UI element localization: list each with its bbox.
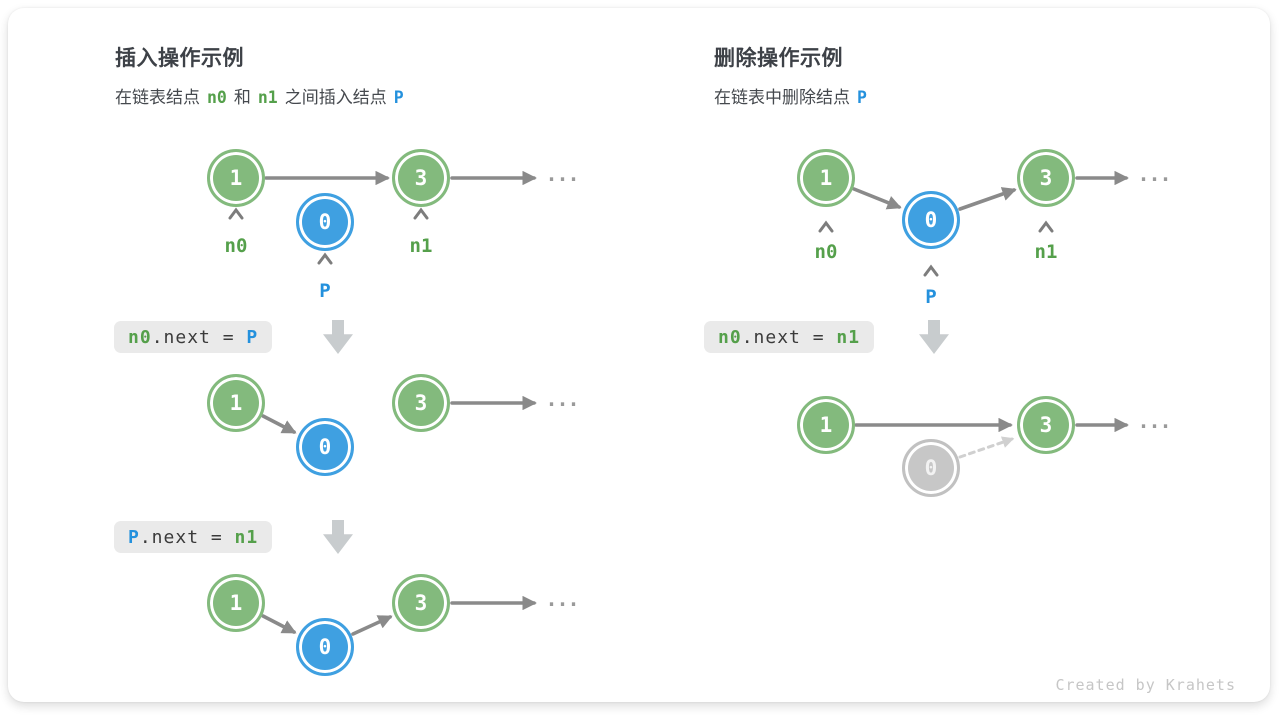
node-value-0-p: 0 [296,618,354,676]
down-arrow-icon [919,320,949,354]
subtitle-text: 在链表结点 [115,88,200,107]
node-value-3: 3 [1017,396,1075,454]
arrow-insert3-p-n1 [351,615,393,636]
caret-up-icon [1038,220,1054,233]
delete-section-title: 删除操作示例 [714,47,843,70]
node-text: 3 [1039,166,1053,190]
subtitle-token-p: P [393,88,404,107]
pointer-label-p: P [925,286,937,308]
code-insert-step1: n0.next = P [114,321,273,353]
node-value-0-p: 0 [296,193,354,251]
code-insert-step2: P.next = n1 [114,521,273,553]
node-text: 3 [414,591,428,615]
code-delete-step1: n0.next = n1 [704,321,875,353]
node-text: 0 [924,456,938,480]
node-value-1: 1 [797,149,855,207]
pointer-label-n1: n1 [1034,241,1058,263]
ellipsis-rest-of-list: ... [1137,409,1171,433]
ellipsis-rest-of-list: ... [545,587,579,611]
node-value-3: 3 [1017,149,1075,207]
pointer-label-n0: n0 [814,241,838,263]
node-text: 0 [318,210,332,234]
dashed-arrows [958,436,1015,459]
node-value-1: 1 [797,396,855,454]
code-lhs: n0 [128,326,152,348]
arrow-delete1-p-n1 [958,187,1017,211]
node-text: 0 [318,635,332,659]
node-text: 1 [229,391,243,415]
node-text: 1 [819,413,833,437]
code-rhs: n1 [836,326,861,348]
node-value-1: 1 [207,374,265,432]
node-text: 3 [414,166,428,190]
arrow-delete2-p-n1-dashed [958,436,1015,459]
pointer-label-p: P [319,280,331,302]
down-arrow-icon [323,320,353,354]
node-text: 1 [229,166,243,190]
code-rhs: P [246,326,259,348]
subtitle-token-n1: n1 [257,88,278,107]
arrow-insert2-n0-p [261,414,297,434]
delete-section-subtitle: 在链表中删除结点 P [714,83,874,108]
credit-watermark: Created by Krahets [1055,676,1236,694]
arrow-delete1-n0-p [852,187,902,210]
node-text: 0 [318,435,332,459]
code-rhs: n1 [234,526,259,548]
node-text: 1 [819,166,833,190]
node-value-3: 3 [392,574,450,632]
node-text: 3 [1039,413,1053,437]
caret-up-icon [818,220,834,233]
node-value-1: 1 [207,149,265,207]
subtitle-text: 和 [233,88,251,107]
node-value-1: 1 [207,574,265,632]
insert-section-title: 插入操作示例 [115,47,244,70]
node-value-0-p: 0 [296,418,354,476]
code-mid: .next = [139,526,235,548]
solid-arrows [261,170,1129,636]
pointer-label-n0: n0 [224,235,248,257]
ellipsis-rest-of-list: ... [545,162,579,186]
ellipsis-rest-of-list: ... [1137,162,1171,186]
node-value-3: 3 [392,149,450,207]
node-text: 3 [414,391,428,415]
node-text: 1 [229,591,243,615]
code-mid: .next = [741,326,837,348]
pointer-carets [228,207,1054,277]
code-lhs: P [128,526,140,548]
node-value-3: 3 [392,374,450,432]
pointer-label-n1: n1 [409,235,433,257]
subtitle-text: 在链表中删除结点 [714,88,850,107]
ellipsis-rest-of-list: ... [545,387,579,411]
caret-up-icon [228,207,244,220]
down-arrow-icon [323,520,353,554]
subtitle-text: 之间插入结点 [284,88,387,107]
node-text: 0 [924,208,938,232]
arrow-insert3-n0-p [261,614,297,634]
code-lhs: n0 [718,326,742,348]
caret-up-icon [317,252,333,265]
node-value-0-removed: 0 [902,439,960,497]
node-value-0-p: 0 [902,191,960,249]
insert-section-subtitle: 在链表结点 n0 和 n1 之间插入结点 P [115,83,411,108]
subtitle-token-p: P [857,88,867,107]
code-mid: .next = [151,326,247,348]
caret-up-icon [923,264,939,277]
caret-up-icon [413,207,429,220]
subtitle-token-n0: n0 [207,88,227,107]
